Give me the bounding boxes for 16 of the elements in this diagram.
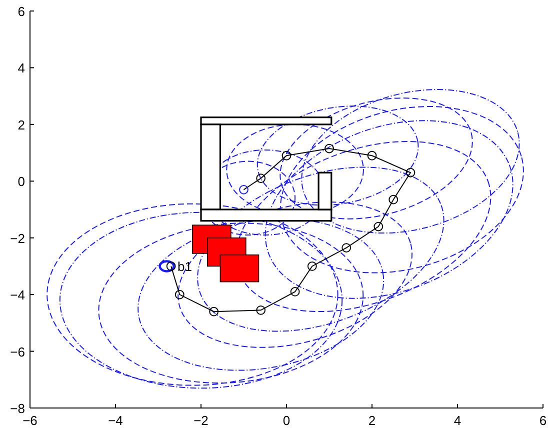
tick-label: −6 [10,344,25,360]
tick-label: 4 [454,413,462,428]
tick-label: 4 [18,60,25,76]
tick-label: 2 [368,413,376,428]
tick-label: −4 [10,288,25,303]
point-label: b1 [178,259,192,274]
tick-label: 6 [539,413,547,428]
tick-label: 0 [282,413,290,428]
tick-label: 0 [18,174,25,190]
tick-label: −2 [194,413,208,428]
tick-label: −2 [10,230,25,246]
tick-label: −8 [10,401,25,416]
tick-label: 6 [18,4,25,19]
tick-label: −4 [108,413,123,428]
tick-label: 2 [18,117,25,132]
tick-label: −6 [22,413,38,428]
